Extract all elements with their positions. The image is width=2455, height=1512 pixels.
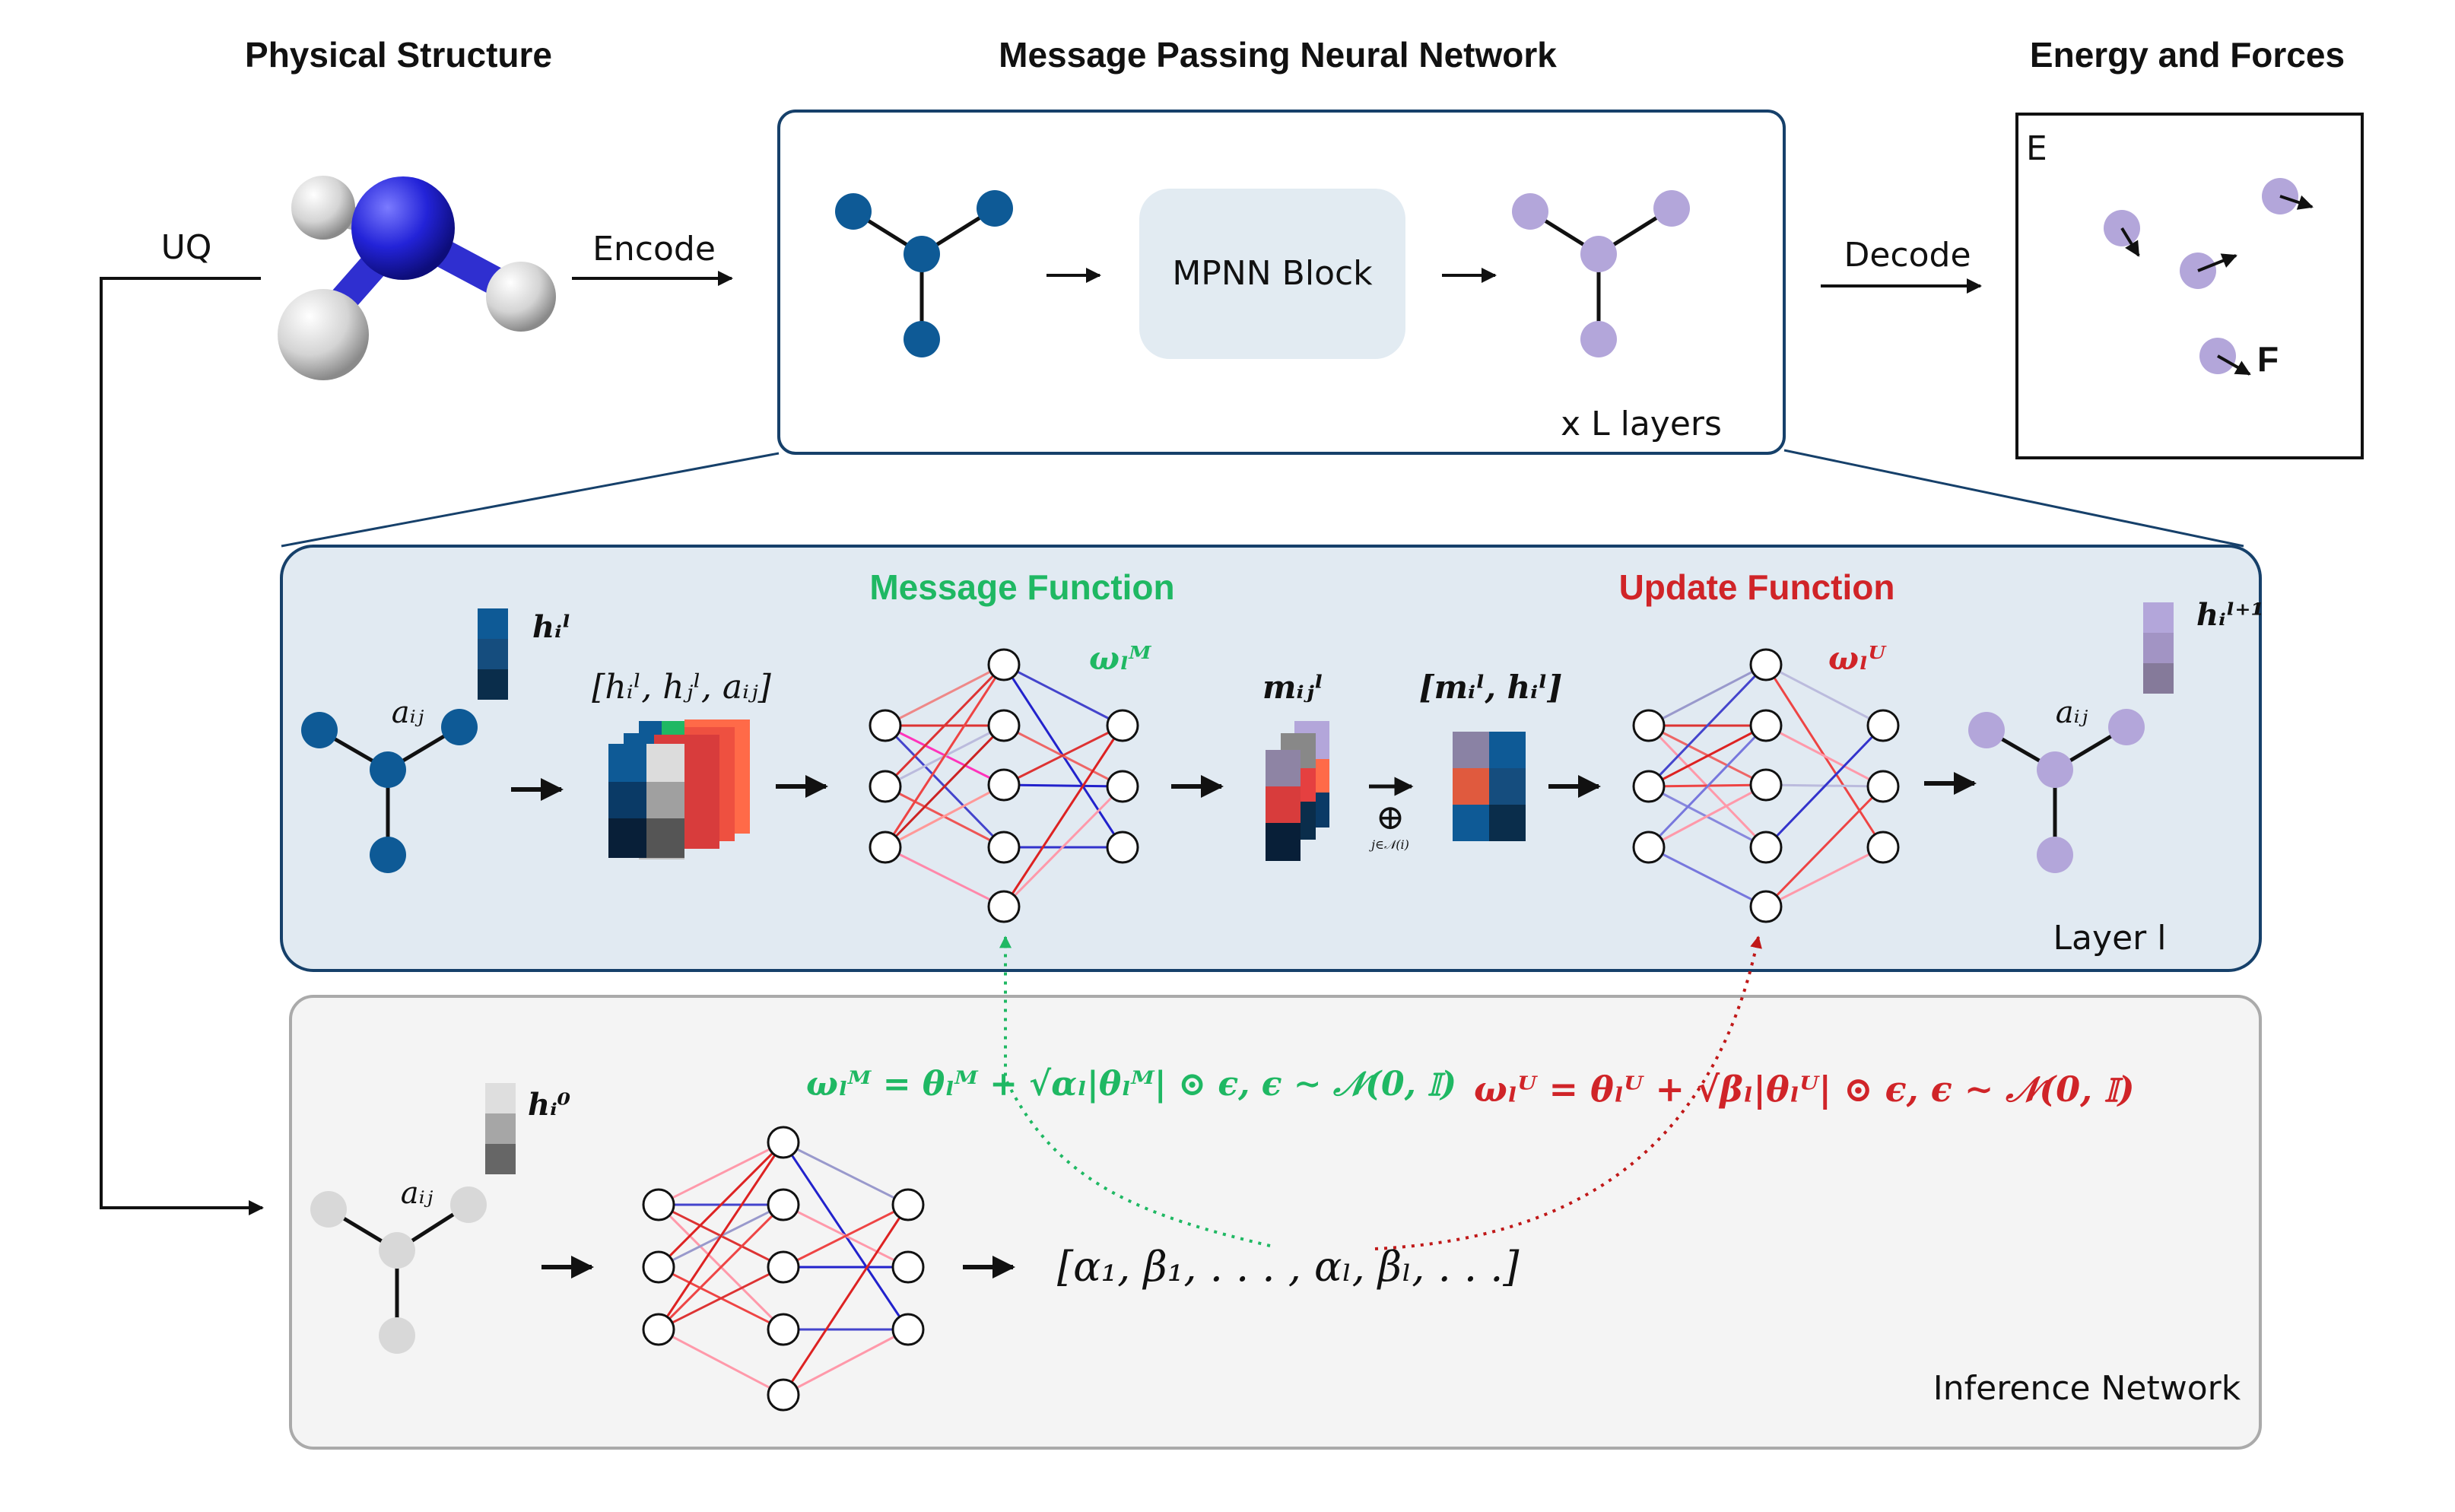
decode-label: Decode xyxy=(1844,236,1971,275)
concat-stack xyxy=(608,719,750,859)
zoom-line-right xyxy=(1783,449,2244,548)
h-i-l1-label: hᵢˡ⁺¹ xyxy=(2196,597,2264,633)
zoom-line-left xyxy=(281,452,780,548)
mpnn-block xyxy=(1139,189,1405,359)
layer-l-label: Layer l xyxy=(2053,919,2167,958)
layer-output-graph xyxy=(1968,709,2145,873)
uq-label: UQ xyxy=(161,228,212,267)
h-i-l1-vector xyxy=(2143,602,2174,694)
update-function-title: Update Function xyxy=(1619,567,1895,607)
red-dotted-connector xyxy=(1374,935,1762,1250)
aggregate-subscript: j∈𝒩(i) xyxy=(1369,837,1409,852)
message-function-title: Message Function xyxy=(869,567,1174,607)
ammonia-molecule xyxy=(278,176,556,380)
h-i-0-vector xyxy=(485,1083,516,1174)
layers-label: x L layers xyxy=(1561,405,1722,443)
aggregate-symbol: ⊕ xyxy=(1376,796,1405,837)
inference-network-label: Inference Network xyxy=(1933,1369,2241,1408)
m-ij-label: mᵢⱼˡ xyxy=(1262,669,1323,706)
omega-M-formula: ωₗᴹ = θₗᴹ + √αₗ|θₗᴹ| ⊙ ϵ, ϵ ∼ 𝒩(0, 𝕀) xyxy=(806,1065,1456,1104)
concat-label: [hᵢˡ, hⱼˡ, aᵢⱼ] xyxy=(592,668,771,707)
inference-network xyxy=(642,1126,925,1412)
inference-input-graph xyxy=(310,1186,487,1354)
uq-connector xyxy=(100,277,264,1215)
edge-label-aij: aᵢⱼ xyxy=(392,695,424,730)
messages-stack xyxy=(1266,721,1329,861)
m-h-concat-label: [mᵢˡ, hᵢˡ] xyxy=(1419,669,1563,706)
h-i-l-label: hᵢˡ xyxy=(532,609,570,645)
header-mpnn: Message Passing Neural Network xyxy=(999,35,1557,75)
header-energy-forces: Energy and Forces xyxy=(2030,35,2345,75)
h-i-l-vector xyxy=(478,608,508,700)
parameter-list: [α₁, β₁, . . . , αₗ, βₗ, . . .] xyxy=(1057,1243,1520,1291)
layer-input-graph xyxy=(301,709,478,873)
update-network xyxy=(1632,648,1900,923)
energy-label: E xyxy=(2026,129,2047,168)
encode-label: Encode xyxy=(592,230,716,268)
input-graph-blue xyxy=(835,190,1013,357)
output-graph-purple xyxy=(1512,190,1690,357)
edge-label-aij-inf: aᵢⱼ xyxy=(401,1176,434,1211)
omega-U-formula: ωₗᵁ = θₗᵁ + √βₗ|θₗᵁ| ⊙ ϵ, ϵ ∼ 𝒩(0, 𝕀) xyxy=(1474,1069,2135,1110)
omega-M-label: ωₗᴹ xyxy=(1089,640,1151,677)
force-atoms xyxy=(2104,178,2314,376)
mpnn-block-label: MPNN Block xyxy=(1172,254,1373,293)
force-label: F xyxy=(2257,339,2279,379)
green-dotted-connector xyxy=(999,935,1271,1247)
m-h-concat-vector xyxy=(1453,732,1526,841)
header-physical-structure: Physical Structure xyxy=(245,35,552,75)
edge-label-aij-out: aᵢⱼ xyxy=(2056,695,2088,730)
omega-U-label: ωₗᵁ xyxy=(1828,640,1887,677)
message-network xyxy=(869,648,1139,923)
h-i-0-label: hᵢ⁰ xyxy=(528,1087,571,1123)
